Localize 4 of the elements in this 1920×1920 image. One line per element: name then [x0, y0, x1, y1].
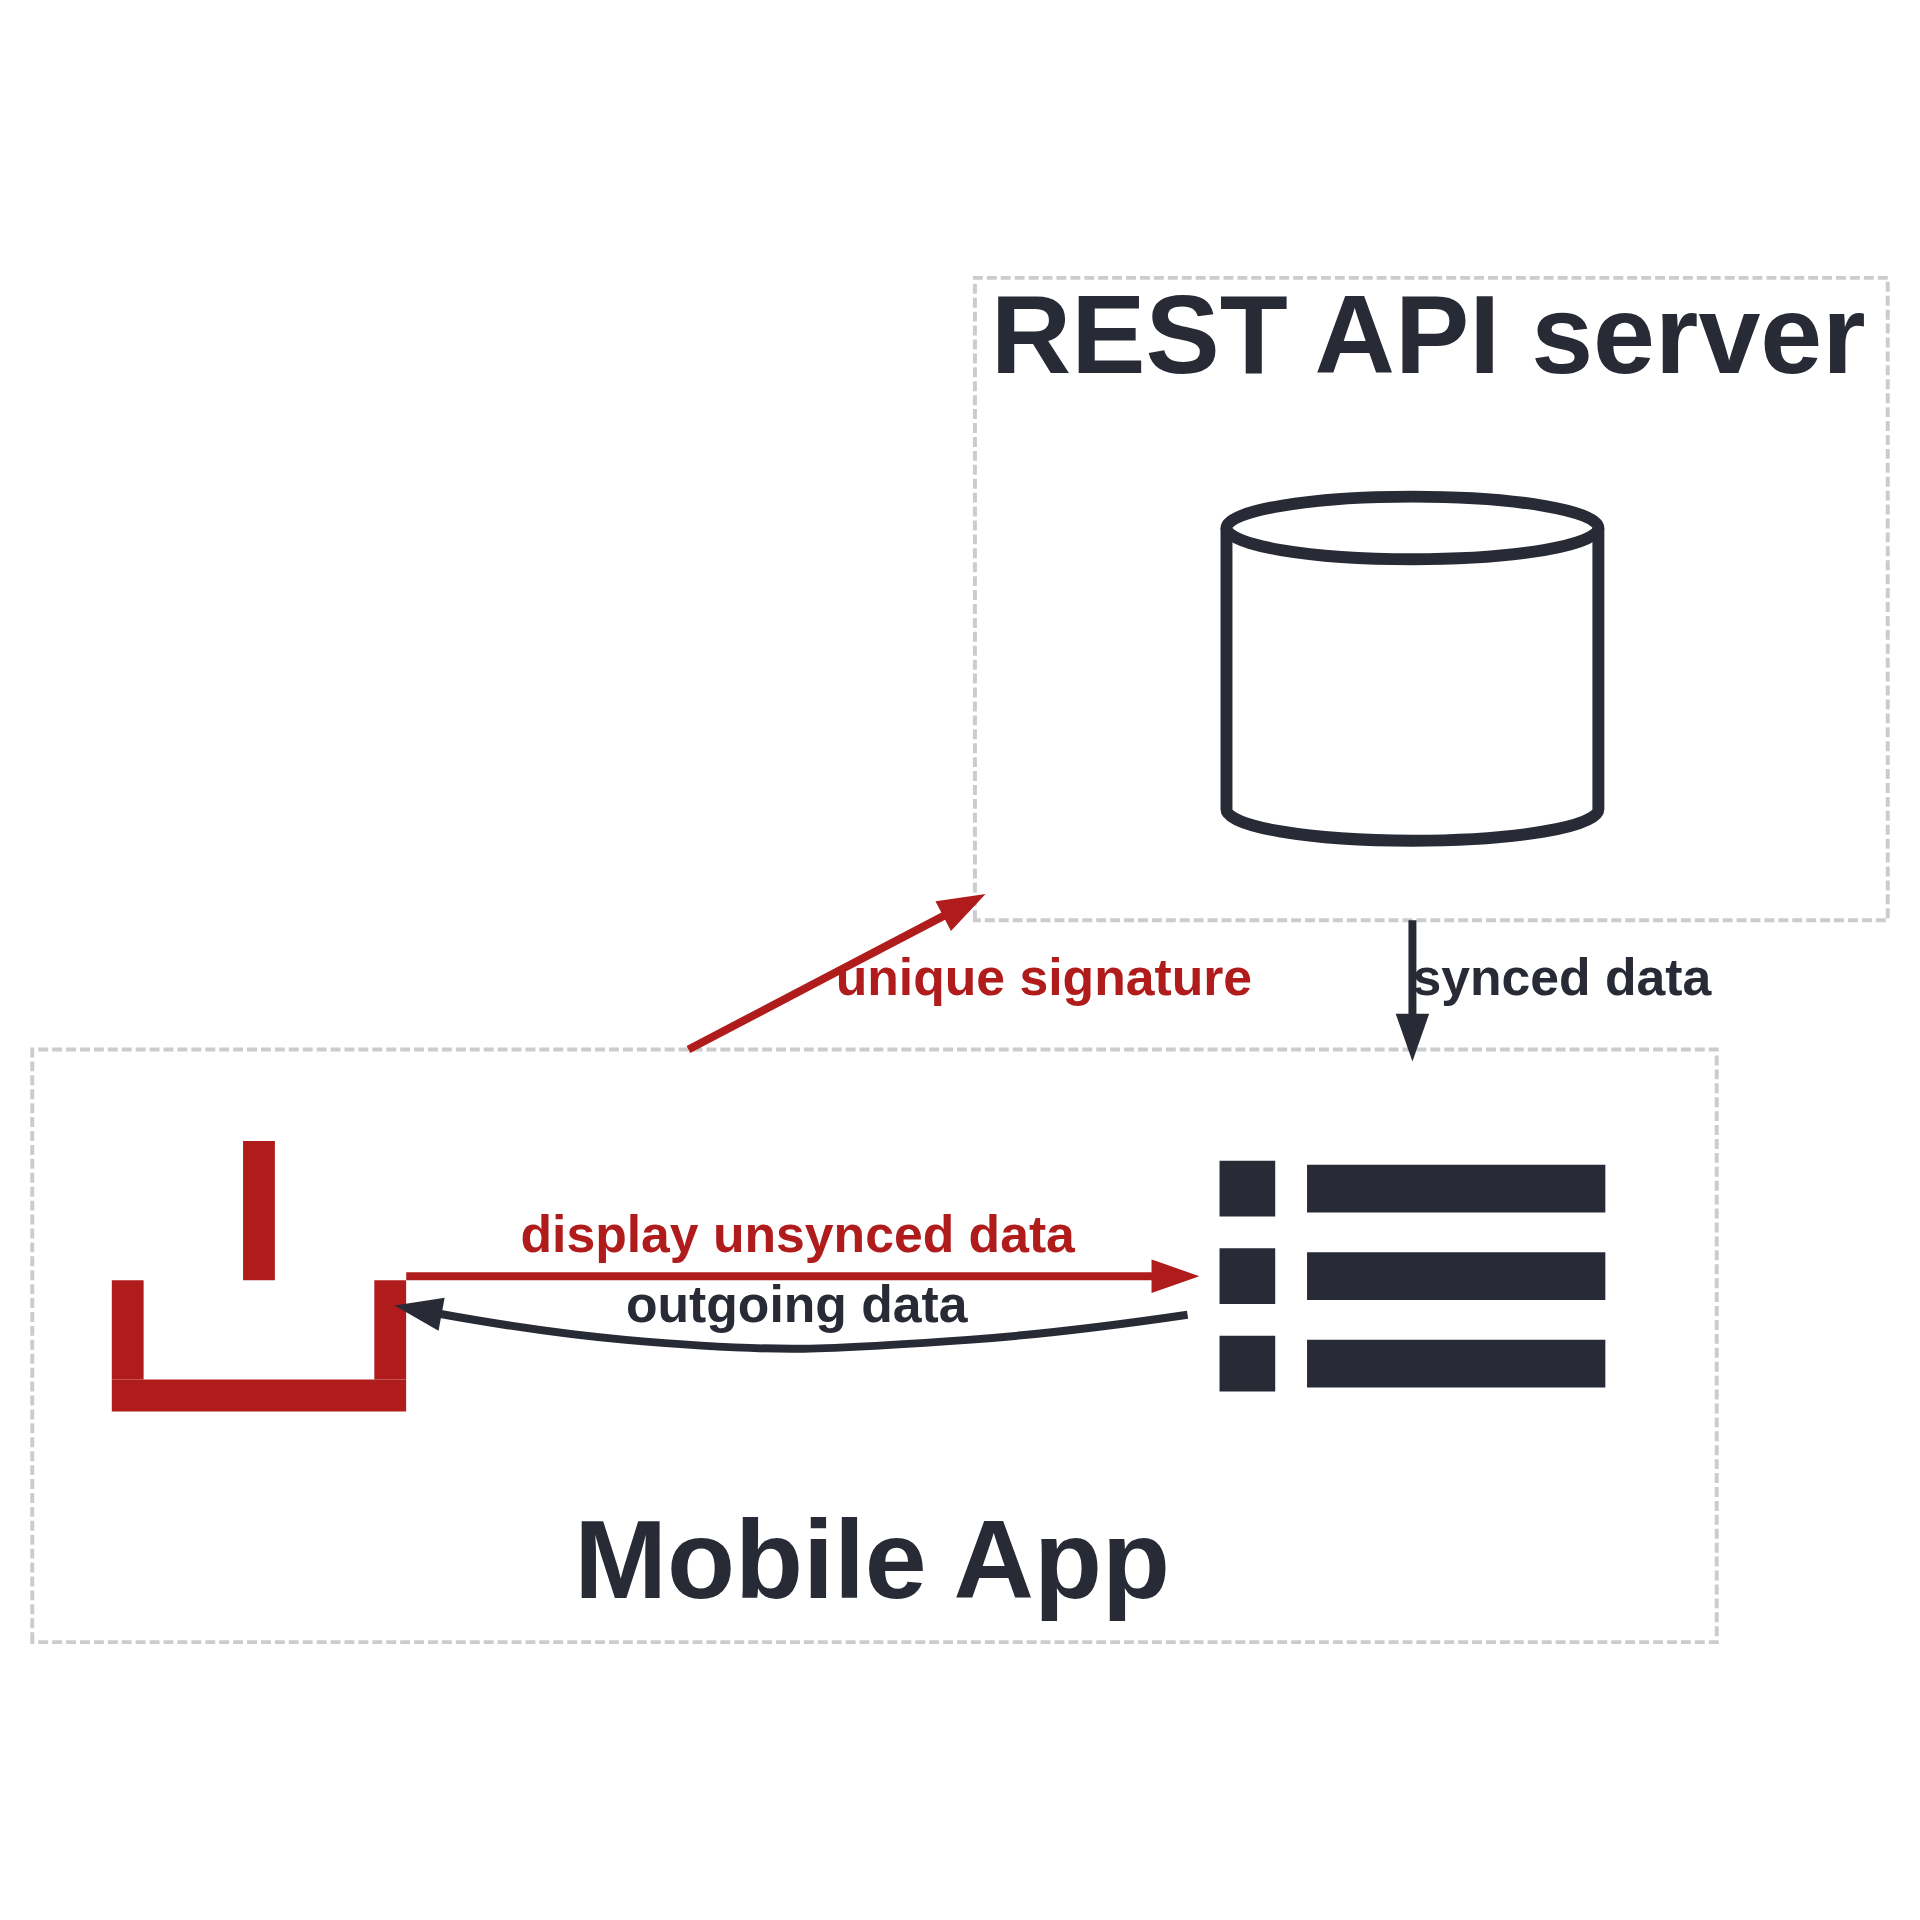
edge-label: display unsynced data [520, 1204, 1075, 1263]
edge-label: synced data [1412, 948, 1712, 1007]
edge-label: unique signature [835, 948, 1253, 1007]
edge-label: outgoing data [625, 1274, 968, 1333]
